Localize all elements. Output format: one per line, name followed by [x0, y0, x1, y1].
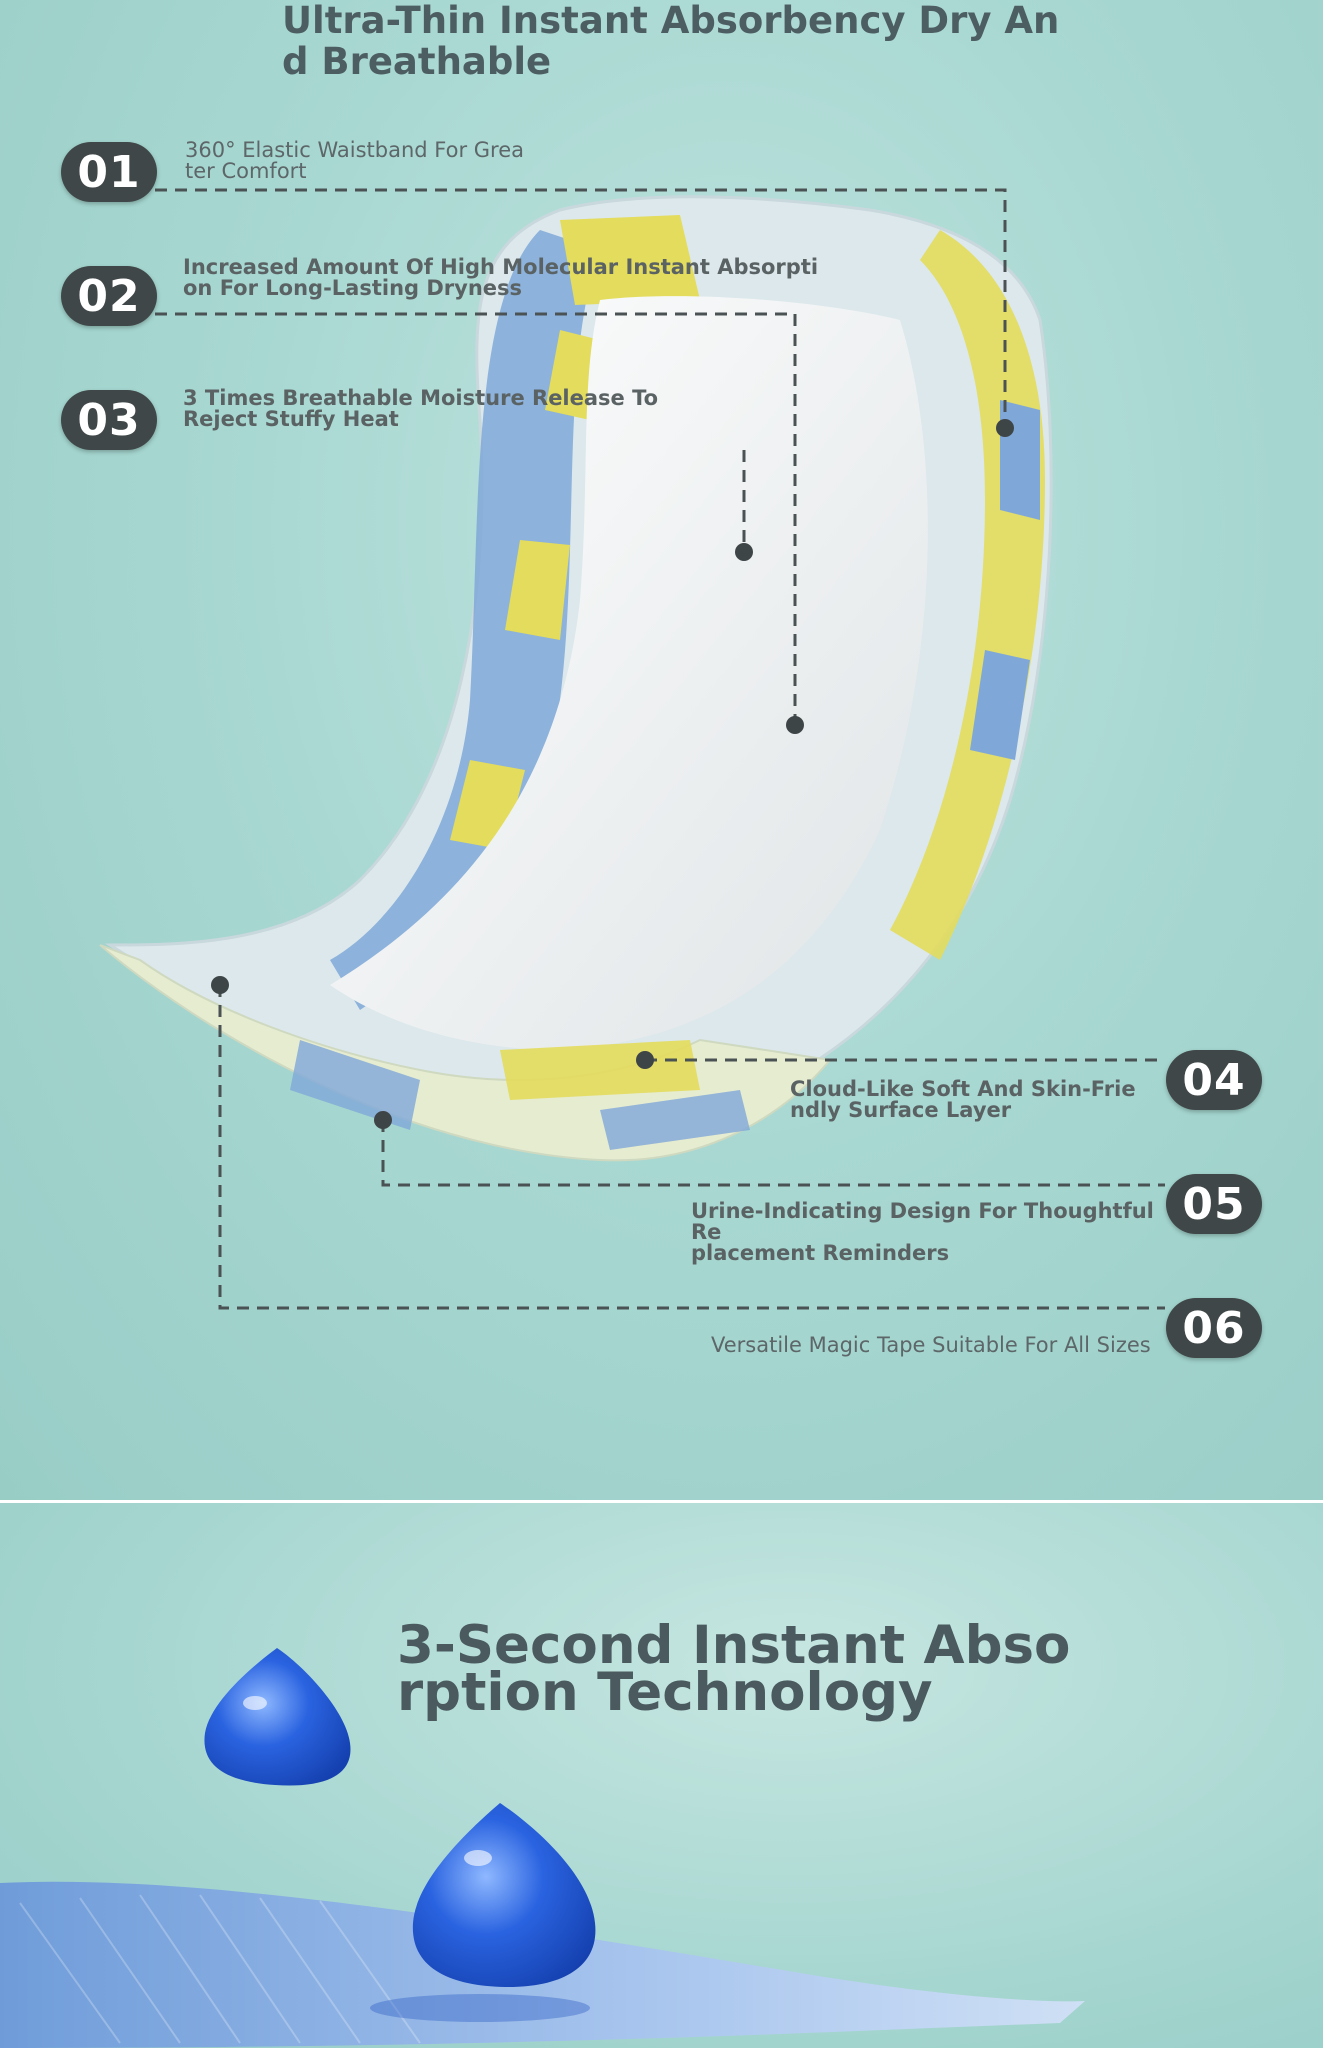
- feature-text-01: 360° Elastic Waistband For Grea ter Comf…: [185, 138, 524, 183]
- droplet-highlight: [243, 1696, 267, 1710]
- yellow-pattern: [560, 215, 700, 305]
- yellow-pattern: [505, 540, 570, 640]
- yellow-pattern: [545, 330, 600, 420]
- callout-dots: [211, 419, 1014, 1129]
- diaper-illustration: [99, 188, 1165, 1310]
- diaper-side-band: [330, 230, 600, 1010]
- blue-pattern: [1000, 400, 1040, 520]
- feature-text-05: Urine-Indicating Design For Thoughtful R…: [691, 1199, 1154, 1265]
- absorption-panel: [0, 1503, 1323, 2048]
- feature-badge-01: 01: [61, 142, 157, 202]
- feature-badge-03: 03: [61, 390, 157, 450]
- page-title: Ultra-Thin Instant Absorbency Dry An d B…: [282, 0, 1060, 83]
- water-droplet-large: [412, 1803, 596, 1988]
- water-droplet-small: [204, 1648, 351, 1786]
- droplet-shadow: [370, 1994, 590, 2022]
- fabric-texture: [19, 1894, 421, 2044]
- product-features-panel: Ultra-Thin Instant Absorbency Dry An d B…: [0, 0, 1323, 1500]
- droplet-highlight: [464, 1850, 492, 1866]
- blue-pattern: [290, 1040, 420, 1130]
- absorption-illustration: [0, 1648, 1085, 2048]
- feature-badge-04: 04: [1166, 1050, 1262, 1110]
- section-title: 3-Second Instant Abso rption Technology: [397, 1615, 1071, 1723]
- feature-text-02: Increased Amount Of High Molecular Insta…: [183, 255, 819, 300]
- feature-text-06: Versatile Magic Tape Suitable For All Si…: [711, 1333, 1151, 1357]
- feature-badge-06: 06: [1166, 1298, 1262, 1358]
- diaper-absorbent-core: [330, 296, 928, 1050]
- feature-badge-05: 05: [1166, 1174, 1262, 1234]
- blue-pattern: [970, 650, 1030, 760]
- feature-text-03: 3 Times Breathable Moisture Release To R…: [183, 386, 659, 431]
- yellow-pattern: [500, 1040, 700, 1100]
- feature-badge-02: 02: [61, 266, 157, 326]
- blue-pattern: [600, 1090, 750, 1150]
- feature-text-04: Cloud-Like Soft And Skin-Frie ndly Surfa…: [790, 1077, 1136, 1122]
- callout-lines: [155, 188, 1165, 1310]
